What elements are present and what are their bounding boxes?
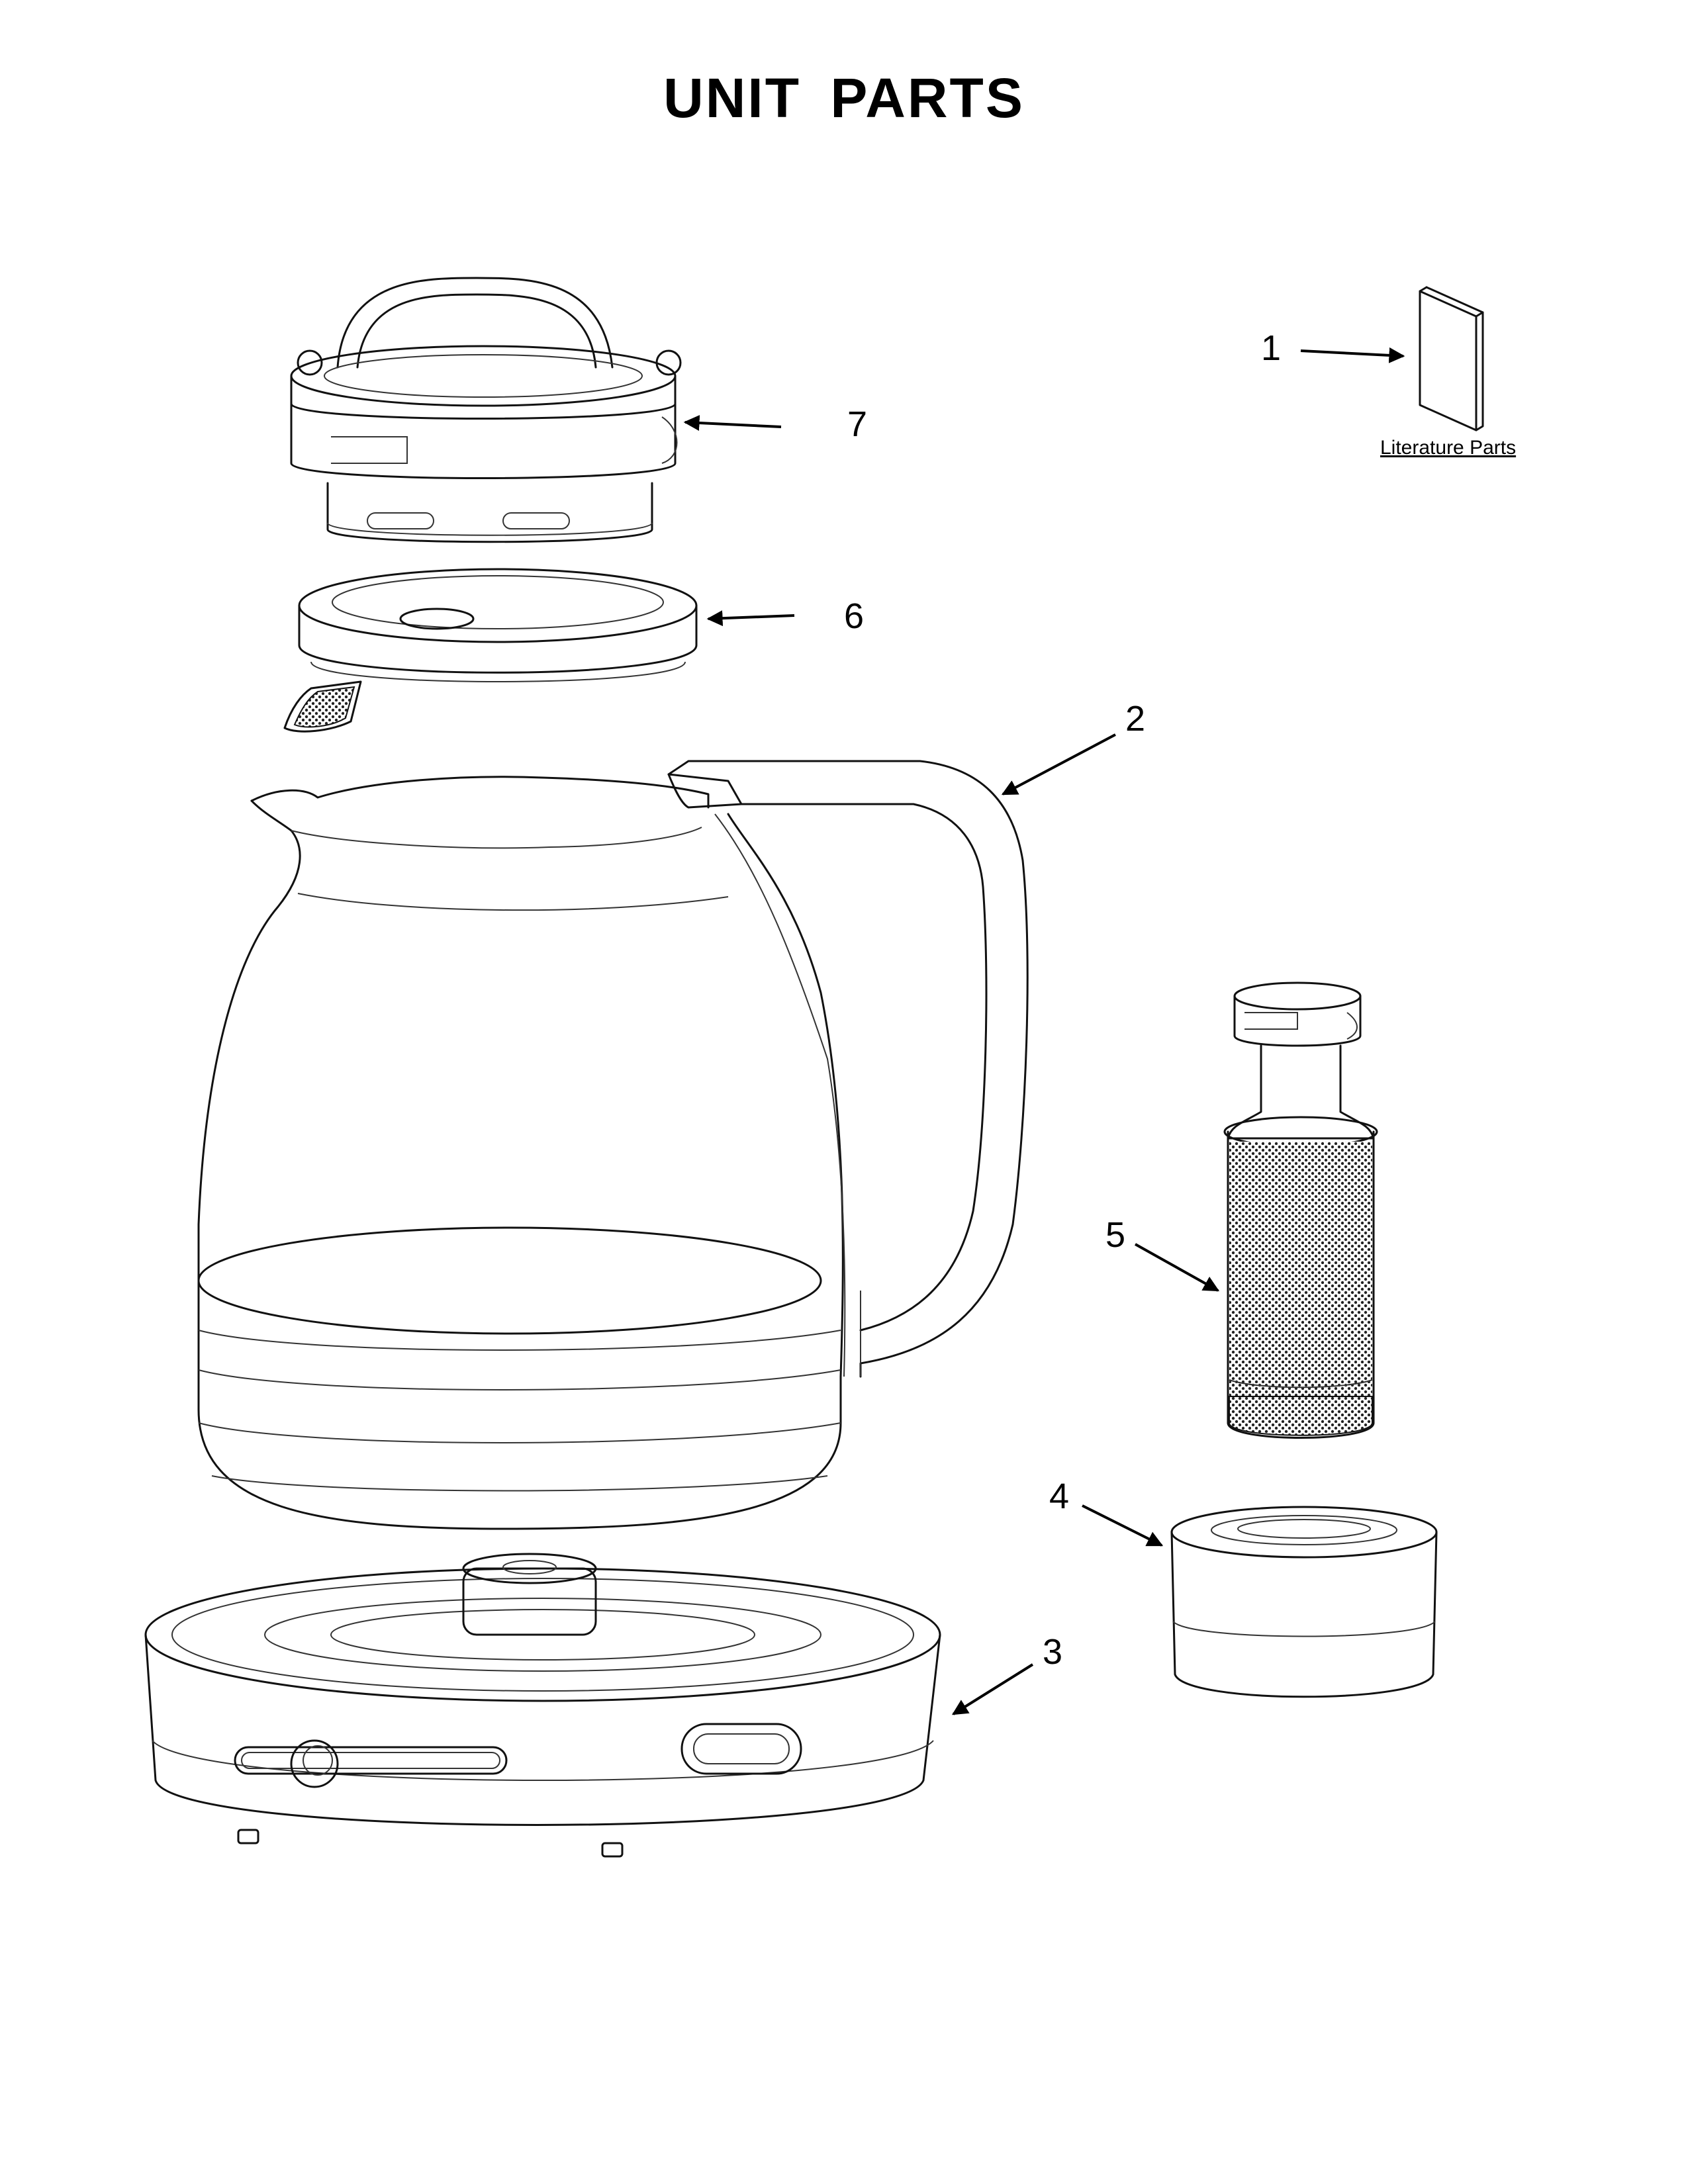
callout-arrow-4 <box>1082 1504 1164 1547</box>
callout-arrow-6 <box>706 610 795 627</box>
tea-infuser-part-5 <box>1223 981 1378 1439</box>
callout-arrow-7 <box>683 415 782 432</box>
lid-top-part-7 <box>290 277 682 543</box>
kettle-body-part-2 <box>197 760 1029 1530</box>
callout-4: 4 <box>1049 1477 1070 1516</box>
power-base-part-3 <box>144 1553 941 1858</box>
callout-3: 3 <box>1043 1632 1063 1672</box>
callout-arrow-2 <box>1001 733 1116 796</box>
callout-2: 2 <box>1125 699 1146 739</box>
literature-parts-label: Literature Parts <box>1380 437 1517 459</box>
literature-booklet <box>1419 286 1484 432</box>
callout-arrow-3 <box>951 1663 1034 1715</box>
callout-1: 1 <box>1261 328 1282 368</box>
callout-arrow-5 <box>1135 1243 1220 1292</box>
callout-7: 7 <box>847 404 868 444</box>
page-title: UNIT PARTS <box>663 67 1025 129</box>
callout-5: 5 <box>1105 1215 1126 1255</box>
callout-6: 6 <box>844 596 865 636</box>
infuser-cup-part-4 <box>1170 1506 1438 1698</box>
callout-arrow-1 <box>1300 347 1405 363</box>
inner-lid-part-6 <box>283 568 698 733</box>
